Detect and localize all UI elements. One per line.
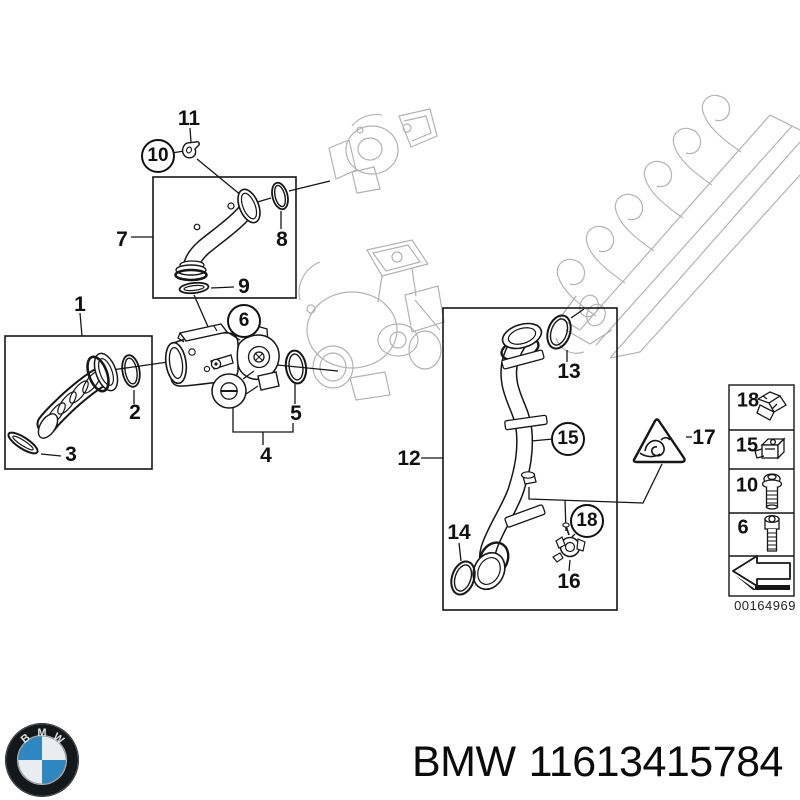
part-warning-triangle-17 xyxy=(632,418,686,464)
part-gasket-3 xyxy=(7,431,39,455)
callout-circled-6-label: 6 xyxy=(238,310,250,331)
callout-circled-15-label: 15 xyxy=(557,428,579,449)
callout-8: 8 xyxy=(276,228,288,251)
part-sensor-16 xyxy=(552,522,586,563)
part-oring-5 xyxy=(284,349,308,385)
retaining-clip-icon xyxy=(756,391,787,421)
part-charge-pipe-7 xyxy=(174,188,261,282)
intake-manifold-ghost xyxy=(555,94,800,359)
part-group-boxes xyxy=(4,176,618,611)
callout-circled-18: 18 xyxy=(570,504,604,538)
part-oring-13 xyxy=(546,314,572,350)
legend-item-15-label: 15 xyxy=(735,434,759,457)
legend-panel xyxy=(728,384,795,597)
legend-item-6-label: 6 xyxy=(737,516,749,539)
bmw-logo: B M W xyxy=(5,723,79,797)
part-clip-11 xyxy=(181,141,200,159)
turbocharger-ghost-middle xyxy=(298,239,445,401)
part-gasket-9 xyxy=(178,281,210,295)
group-box-12 xyxy=(442,307,618,611)
callout-3: 3 xyxy=(65,443,77,466)
callout-14: 14 xyxy=(447,521,471,544)
brand-name: BMW xyxy=(412,738,516,786)
callout-circled-15: 15 xyxy=(551,422,585,456)
marten-symbol xyxy=(639,436,671,458)
callout-9: 9 xyxy=(238,275,250,298)
part-charge-hose-15 xyxy=(472,322,548,591)
callout-1: 1 xyxy=(74,293,86,316)
group-box-1 xyxy=(4,335,153,470)
callout-4: 4 xyxy=(260,444,272,467)
callout-circled-6: 6 xyxy=(227,304,261,338)
callout-16: 16 xyxy=(557,570,581,593)
turbocharger-ghost-top xyxy=(328,108,438,194)
part-number: 11613415784 xyxy=(528,738,784,786)
flange-bolt-icon xyxy=(761,473,783,510)
callout-12: 12 xyxy=(397,447,421,470)
part-oring-8 xyxy=(271,181,289,211)
callout-circled-18-label: 18 xyxy=(576,510,598,531)
legend-item-10-label: 10 xyxy=(735,474,759,497)
callout-17: 17 xyxy=(692,426,716,449)
part-intake-hose-1 xyxy=(36,352,119,439)
callout-circled-10: 10 xyxy=(141,139,175,173)
cage-nut-icon xyxy=(754,437,786,460)
part-oring-2 xyxy=(121,354,141,388)
legend-item-18-label: 18 xyxy=(736,389,760,412)
callout-13: 13 xyxy=(557,360,581,383)
arrow-left-icon xyxy=(732,555,791,590)
callout-2: 2 xyxy=(129,401,141,424)
part-oring-14 xyxy=(450,560,476,596)
callout-11: 11 xyxy=(177,107,201,130)
diagram-number: 00164969 xyxy=(734,598,796,613)
callout-5: 5 xyxy=(290,402,302,425)
logo-letter-m: M xyxy=(37,727,46,739)
part-throttle-assembly xyxy=(164,323,280,409)
callout-circled-10-label: 10 xyxy=(147,145,169,166)
callout-7: 7 xyxy=(116,228,128,251)
leader-lines xyxy=(40,127,692,572)
socket-bolt-icon xyxy=(764,514,780,552)
